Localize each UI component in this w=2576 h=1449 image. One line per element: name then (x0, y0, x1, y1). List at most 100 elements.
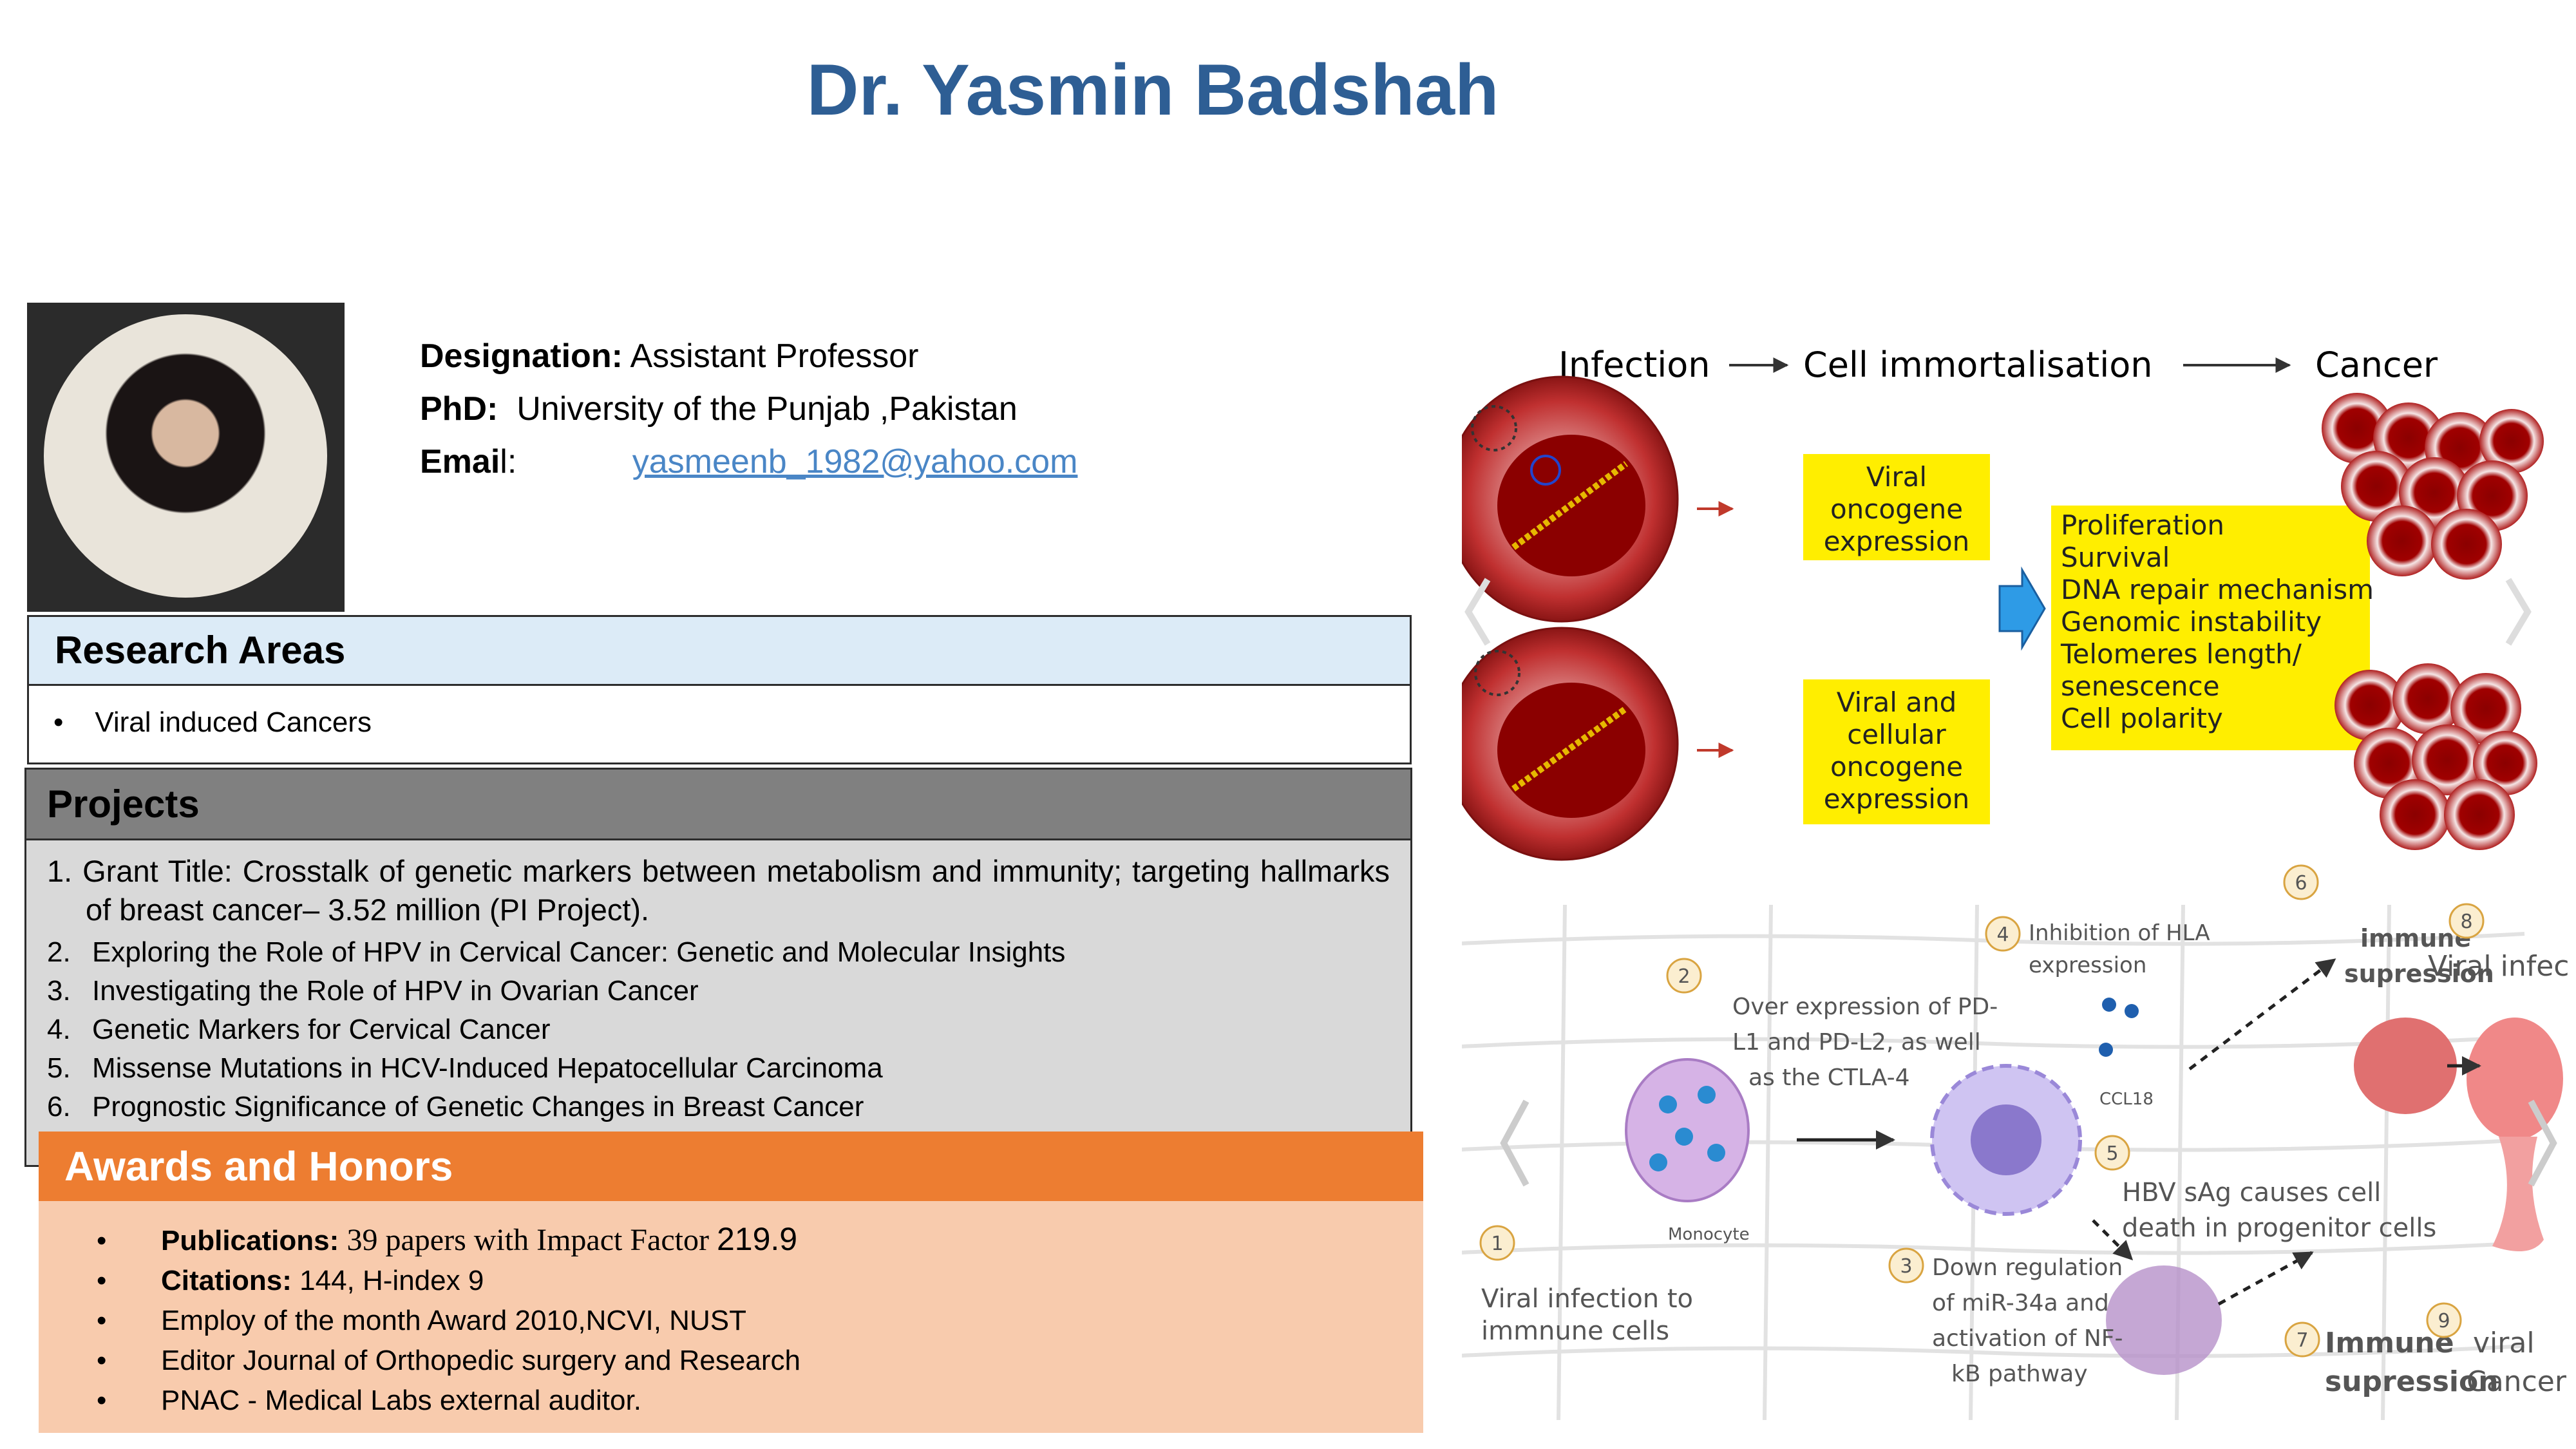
projects-panel: Projects 1. Grant Title: Crosstalk of ge… (24, 768, 1412, 1167)
phd-label: PhD: (420, 390, 498, 428)
box3-line: Telomeres length/ (2060, 638, 2302, 670)
step-label: Viral infection (2428, 950, 2570, 983)
designation-label: Designation: (420, 337, 623, 375)
email-label: Emai (420, 443, 500, 480)
research-item-text: Viral induced Cancers (95, 706, 372, 738)
viral-cellular-oncogene-box (1803, 679, 1990, 824)
virus-icon (1471, 405, 1520, 696)
citations-text: 144, H-index 9 (299, 1265, 484, 1296)
project-item: 4.Genetic Markers for Cervical Cancer (47, 1010, 1390, 1049)
chevron-left-icon[interactable] (1464, 578, 1491, 646)
blue-arrow-icon (1998, 566, 2046, 651)
research-areas-heading: Research Areas (27, 615, 1412, 686)
profile-info: Designation: Assistant Professor PhD: Un… (420, 330, 1077, 488)
award-item: •Employ of the month Award 2010,NCVI, NU… (97, 1305, 746, 1336)
box3-line: Cell polarity (2061, 703, 2223, 734)
step-number: 7 (2296, 1329, 2308, 1352)
step-number: 6 (2295, 872, 2307, 895)
box2-line: oncogene (1830, 751, 1963, 782)
project-text: Prognostic Significance of Genetic Chang… (92, 1091, 864, 1122)
chevron-right-icon[interactable] (2505, 578, 2532, 646)
box1-line: Viral (1866, 461, 1927, 493)
step-label: as the CTLA-4 (1748, 1065, 1910, 1091)
box3-line: Proliferation (2061, 509, 2224, 541)
research-illustration: Infection Cell immortalisation Cancer Vi… (1462, 345, 2570, 1421)
project-text: Genetic Markers for Cervical Cancer (92, 1014, 551, 1045)
step-label: viral (2473, 1327, 2535, 1359)
research-item: • Viral induced Cancers (53, 706, 372, 738)
chevron-right-icon[interactable] (2528, 1099, 2557, 1187)
awards-list: •Publications: 39 papers with Impact Fac… (97, 1219, 800, 1421)
step-number: 5 (2106, 1142, 2118, 1165)
step-number: 8 (2460, 911, 2472, 933)
step-number: 2 (1678, 965, 1690, 988)
profile-photo-frame (27, 303, 345, 612)
cancer-cells-bottom (2334, 663, 2537, 850)
step-label: L1 and PD-L2, as well (1732, 1029, 1981, 1056)
designation-row: Designation: Assistant Professor (420, 330, 1077, 383)
viral-oncogene-box (1803, 454, 1990, 560)
step-number: 4 (1996, 923, 2009, 946)
project-text: Exploring the Role of HPV in Cervical Ca… (92, 936, 1066, 968)
step-label: supression (2325, 1365, 2499, 1398)
box1-line: oncogene (1830, 493, 1963, 525)
infected-cell-top (1462, 375, 1679, 623)
project-item: 3. Investigating the Role of HPV in Ovari… (47, 972, 1390, 1010)
award-text: Employ of the month Award 2010,NCVI, NUS… (161, 1305, 746, 1336)
page-title: Dr. Yasmin Badshah (806, 50, 1499, 130)
box3-line: senescence (2061, 670, 2220, 702)
citations-label: Citations: (161, 1265, 292, 1296)
ccl18-label: CCL18 (2099, 1090, 2154, 1109)
step-label: of miR-34a and (1932, 1290, 2109, 1316)
project-text: Missense Mutations in HCV-Induced Hepato… (92, 1052, 883, 1084)
step-number: 1 (1491, 1233, 1503, 1255)
box1-line: expression (1824, 526, 1970, 557)
step-number: 3 (1900, 1255, 1912, 1278)
project-number: 6. (47, 1091, 71, 1122)
immune-pathway-sketch: Monocyte CCL18 1 Viral infection to immn… (1462, 864, 2570, 1421)
chevron-left-icon[interactable] (1500, 1099, 1530, 1187)
awards-heading: Awards and Honors (39, 1132, 1423, 1201)
project-text: Investigating the Role of HPV in Ovarian… (92, 975, 699, 1007)
email-link[interactable]: yasmeenb_1982@yahoo.com (632, 443, 1078, 480)
project-item: 5. Missense Mutations in HCV-Induced Hepa… (47, 1049, 1390, 1088)
step-label: expression (2029, 952, 2146, 978)
project-number: 2. (47, 936, 71, 968)
awards-panel: •Publications: 39 papers with Impact Fac… (39, 1201, 1423, 1433)
project-item: 6. Prognostic Significance of Genetic Cha… (47, 1088, 1390, 1126)
impact-factor-value: 219.9 (716, 1221, 798, 1257)
email-label-rest: l: (500, 443, 517, 480)
phd-row: PhD: University of the Punjab ,Pakistan (420, 383, 1077, 435)
email-row: Email: yasmeenb_1982@yahoo.com (420, 435, 1077, 488)
publications-text: 39 papers with Impact Factor (346, 1223, 717, 1257)
step-label: activation of NF- (1932, 1325, 2123, 1352)
cell-immortalisation-label: Cell immortalisation (1803, 345, 2152, 385)
step-label: HBV sAg causes cell (2122, 1178, 2381, 1208)
box2-line: cellular (1847, 719, 1946, 750)
step-label: immnune cells (1481, 1316, 1669, 1346)
phd-value: University of the Punjab ,Pakistan (516, 390, 1018, 428)
award-item: •Publications: 39 papers with Impact Fac… (97, 1221, 798, 1257)
box2-line: Viral and (1837, 687, 1957, 718)
project-item: 2. Exploring the Role of HPV in Cervical … (47, 933, 1390, 972)
box3-line: DNA repair mechanism (2061, 574, 2374, 605)
step-label: kB pathway (1951, 1361, 2088, 1387)
project-number: 5. (47, 1052, 71, 1084)
cancer-cells-top (2322, 393, 2544, 580)
award-text: PNAC - Medical Labs external auditor. (161, 1385, 641, 1416)
step-label: Down regulation (1932, 1255, 2123, 1281)
step-label: Viral infection to (1481, 1284, 1693, 1314)
box2-line: expression (1824, 783, 1970, 815)
step-label: death in progenitor cells (2122, 1213, 2436, 1243)
publications-label: Publications: (161, 1225, 339, 1256)
step-number: 9 (2438, 1310, 2450, 1332)
award-text: Editor Journal of Orthopedic surgery and… (161, 1345, 800, 1376)
monocyte-label: Monocyte (1668, 1225, 1750, 1244)
project-number: 3. (47, 975, 71, 1007)
hallmarks-box (2051, 506, 2370, 750)
award-item: •PNAC - Medical Labs external auditor. (97, 1385, 641, 1416)
step-label: Over expression of PD- (1732, 994, 1998, 1020)
infected-cell-bottom (1462, 627, 1679, 861)
cancer-label: Cancer (2315, 345, 2438, 385)
research-areas-list: • Viral induced Cancers (27, 686, 1412, 764)
